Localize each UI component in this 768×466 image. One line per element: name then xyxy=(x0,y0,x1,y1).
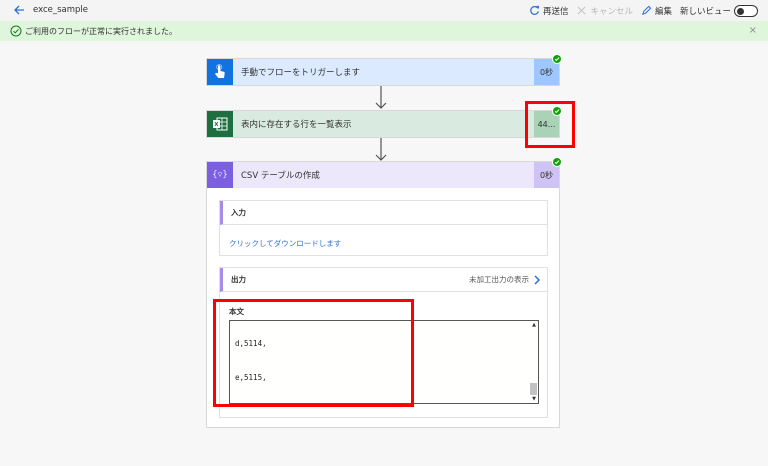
download-link[interactable]: クリックしてダウンロードします xyxy=(229,239,342,248)
scrollbar-thumb[interactable] xyxy=(530,383,537,395)
outputs-header: 出力 未加工出力の表示 xyxy=(220,268,547,292)
body-label: 本文 xyxy=(229,307,244,316)
top-bar: exce_sample 再送信 キャンセル 編集 新しいビュー xyxy=(0,0,768,21)
resubmit-button[interactable]: 再送信 xyxy=(529,5,569,17)
banner-message: ご利用のフローが正常に実行されました。 xyxy=(25,27,177,36)
touch-trigger-icon xyxy=(207,59,233,85)
body-content: d,5114, e,5115, a,5116, b,5117, c,5118, … xyxy=(235,338,267,383)
body-output-textarea[interactable]: d,5114, e,5115, a,5116, b,5117, c,5118, … xyxy=(229,320,539,404)
step-header[interactable]: {▿} CSV テーブルの作成 0秒 xyxy=(207,162,559,188)
step-title: CSV テーブルの作成 xyxy=(241,171,320,181)
chevron-right-icon xyxy=(534,274,541,285)
raw-output-label: 未加工出力の表示 xyxy=(469,275,529,284)
outputs-section: 出力 未加工出力の表示 本文 d,5114, e,5115, a,5116, b… xyxy=(219,267,548,418)
step-title: 表内に存在する行を一覧表示 xyxy=(241,120,352,130)
success-status-icon xyxy=(552,106,562,116)
flow-step-trigger[interactable]: 手動でフローをトリガーします 0秒 xyxy=(206,54,562,86)
edit-button[interactable]: 編集 xyxy=(641,5,672,17)
success-banner: ご利用のフローが正常に実行されました。 × xyxy=(0,21,768,41)
resubmit-label: 再送信 xyxy=(542,6,569,17)
flow-title: exce_sample xyxy=(33,5,89,15)
scroll-down-arrow-icon[interactable]: ▼ xyxy=(532,396,536,402)
new-view-toggle[interactable] xyxy=(734,4,758,17)
show-raw-output-link[interactable]: 未加工出力の表示 xyxy=(469,274,541,285)
new-view-control: 新しいビュー xyxy=(679,4,758,17)
step-title: 手動でフローをトリガーします xyxy=(241,68,361,78)
inputs-header: 入力 xyxy=(220,201,547,225)
cancel-button[interactable]: キャンセル xyxy=(576,5,633,17)
outputs-label: 出力 xyxy=(231,275,246,284)
flow-step-create-csv: {▿} CSV テーブルの作成 0秒 入力 クリックしてダウンロードします 出力… xyxy=(206,157,562,428)
close-icon xyxy=(577,6,586,15)
success-status-icon xyxy=(552,54,562,64)
cancel-label: キャンセル xyxy=(590,6,633,17)
connector-arrow-icon xyxy=(375,138,387,161)
toolbar: 再送信 キャンセル 編集 新しいビュー xyxy=(529,2,758,19)
connector-arrow-icon xyxy=(375,86,387,109)
back-arrow-icon[interactable] xyxy=(12,3,26,17)
banner-close-button[interactable]: × xyxy=(748,25,757,36)
data-operation-icon: {▿} xyxy=(207,162,233,188)
new-view-label: 新しいビュー xyxy=(679,6,731,17)
flow-step-list-rows[interactable]: 表内に存在する行を一覧表示 44... xyxy=(206,106,562,138)
pencil-icon xyxy=(642,5,652,15)
excel-icon xyxy=(207,111,233,137)
success-check-icon xyxy=(10,25,22,37)
edit-label: 編集 xyxy=(654,6,672,17)
scroll-up-arrow-icon[interactable]: ▲ xyxy=(532,322,536,328)
refresh-icon xyxy=(530,5,539,15)
inputs-section: 入力 クリックしてダウンロードします xyxy=(219,200,548,256)
success-status-icon xyxy=(552,157,562,167)
